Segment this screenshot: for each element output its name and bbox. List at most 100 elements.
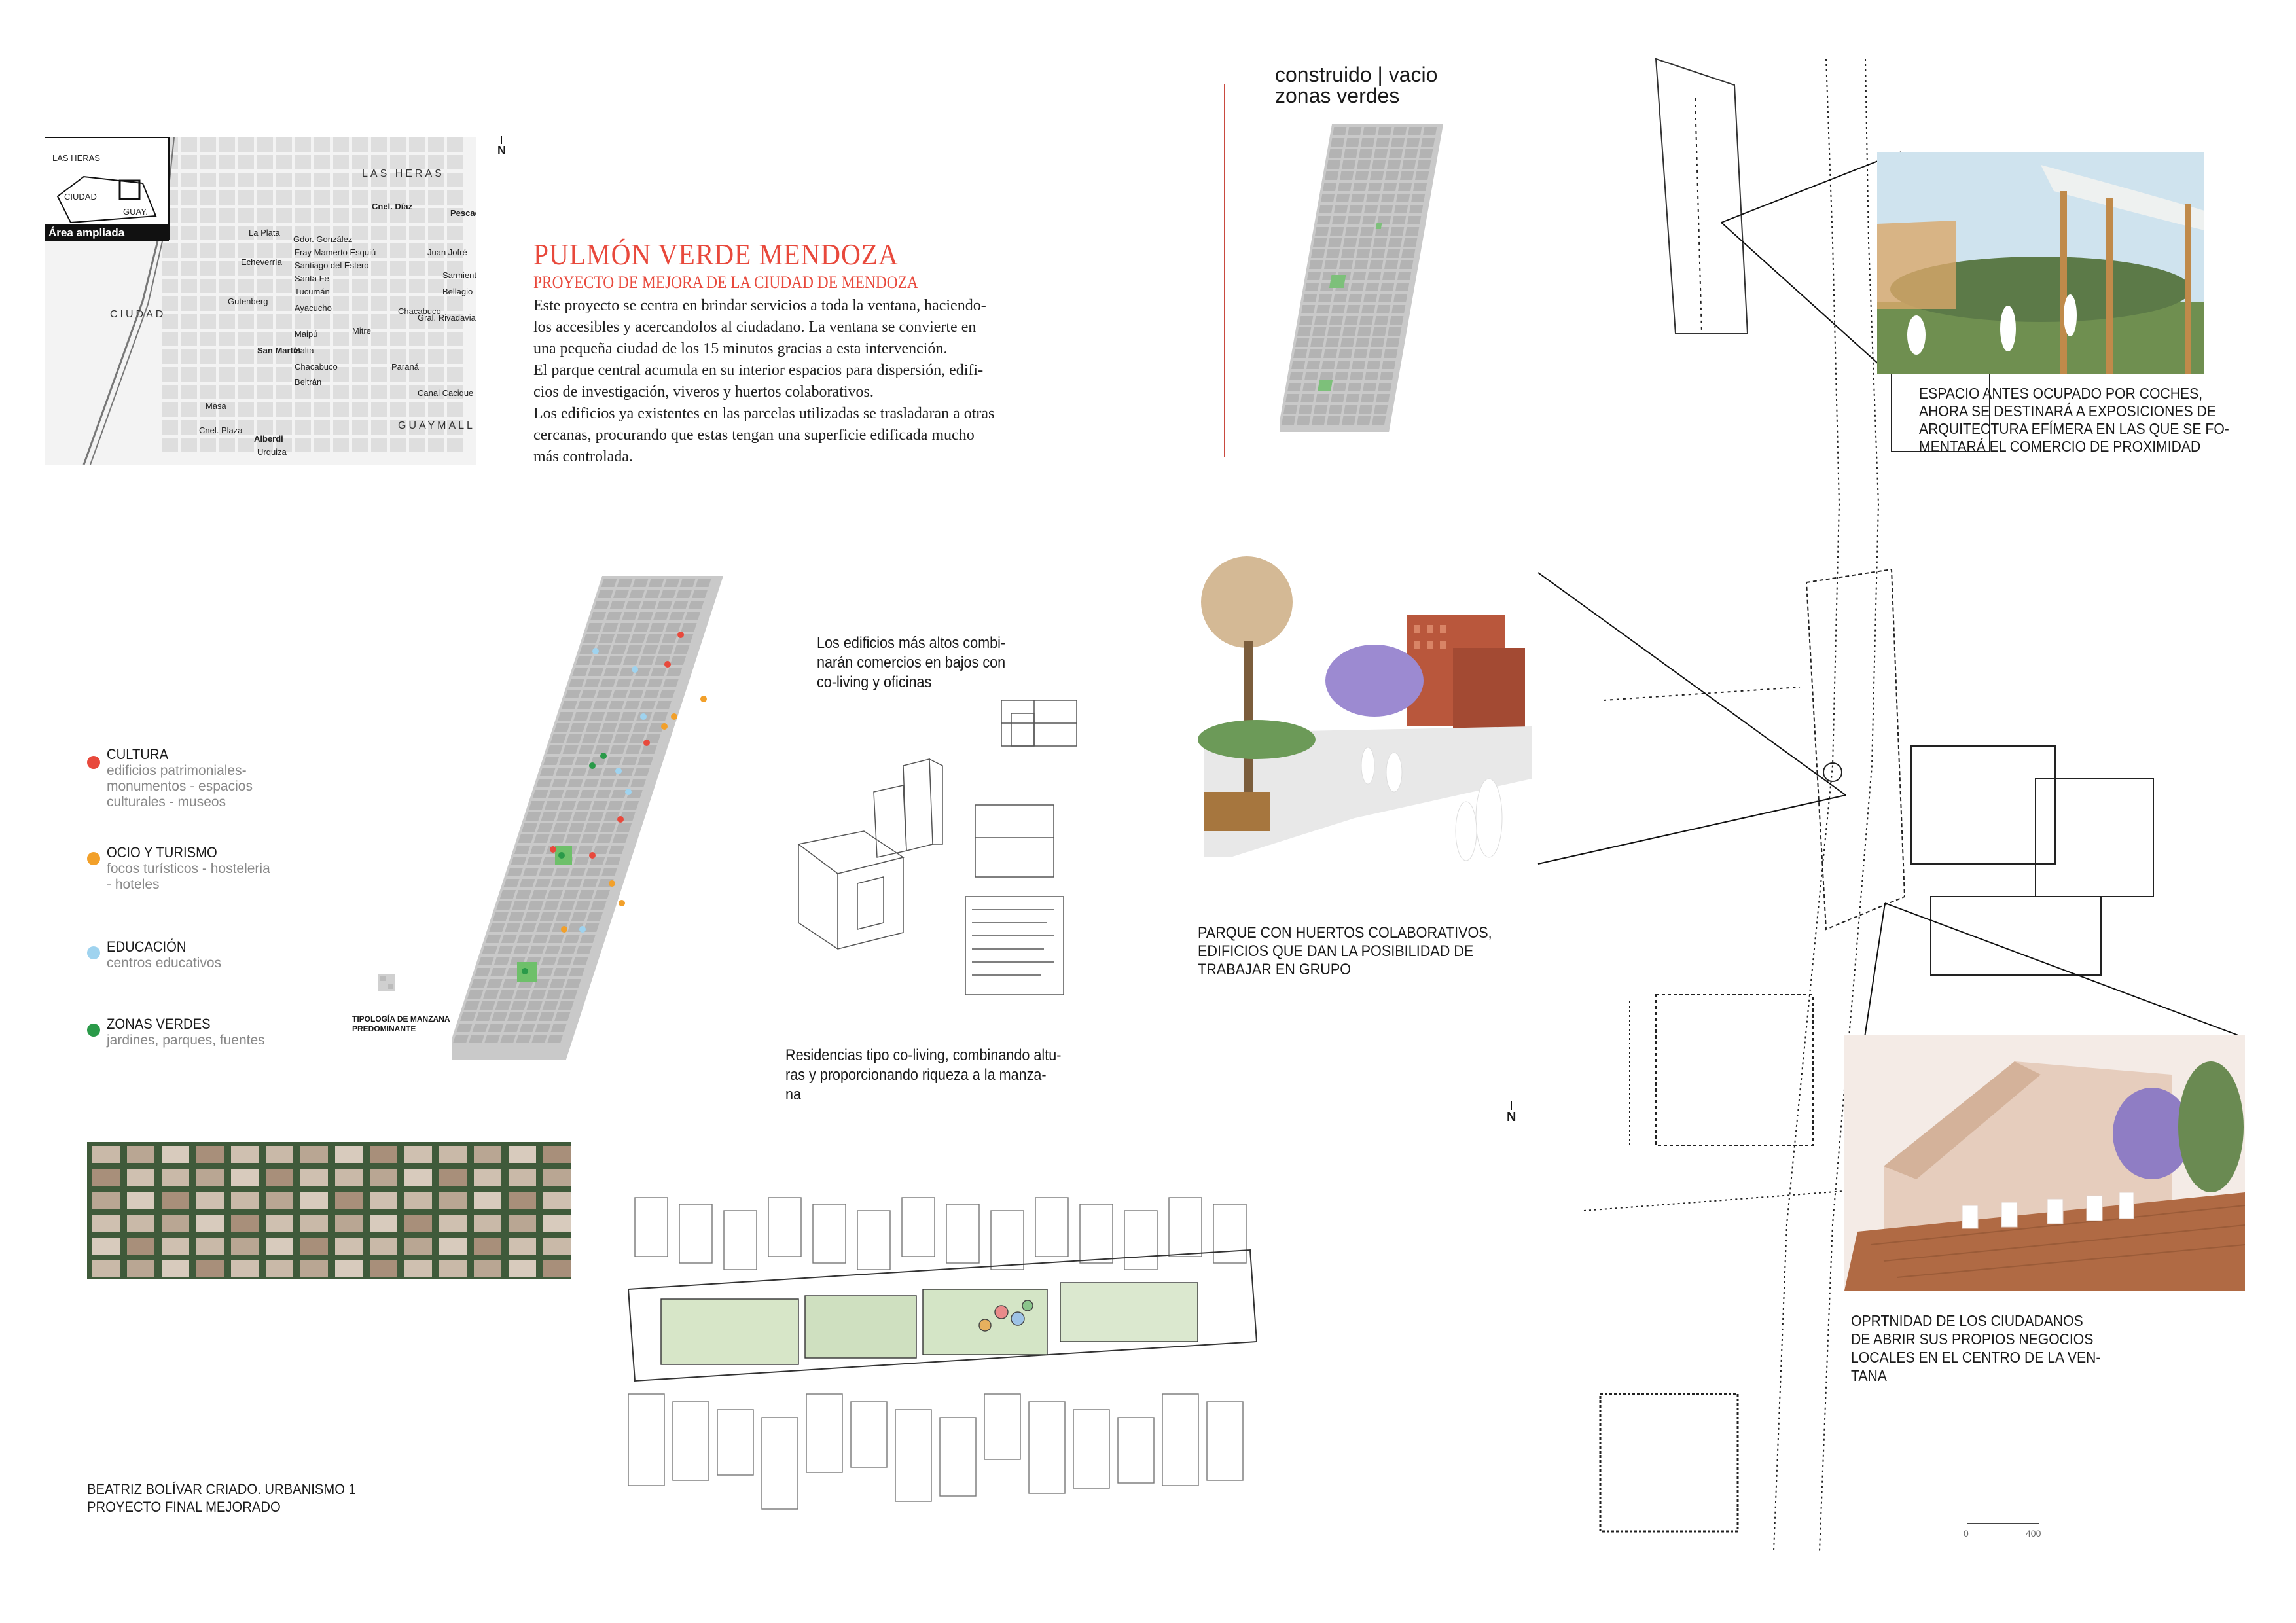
district-guaymallen: GUAYMALLÉN — [398, 419, 476, 431]
intro-line: los accesibles y acercandolos al ciudada… — [533, 319, 977, 336]
district-ciudad: CIUDAD — [110, 309, 166, 320]
parking-caption-line: ARQUITECTURA EFÍMERA EN LAS QUE SE FO- — [1919, 420, 2229, 437]
figure-ground-map — [1280, 124, 1450, 438]
locator-map: LAS HERAS CIUDAD GUAY. Área ampliada LAS… — [45, 137, 476, 465]
sketch-note-bottom: Residencias tipo co-living, combinando a… — [785, 1046, 1061, 1105]
street-label: Sarmiento — [442, 270, 476, 280]
figure-ground-blocks — [1282, 127, 1437, 425]
intro-line: una pequeña ciudad de los 15 minutos gra… — [533, 340, 948, 357]
sketch-note-top: Los edificios más altos combi- narán com… — [817, 633, 1005, 692]
street-label: Salta — [295, 346, 314, 355]
street-label: Mitre — [352, 326, 371, 336]
north-label: N — [1507, 1110, 1516, 1124]
parking-caption-line: MENTARÁ EL COMERCIO DE PROXIMIDAD — [1919, 438, 2201, 455]
figure-ground-title-line2: zonas verdes — [1275, 84, 1400, 107]
sketch-note-line: ras y proporcionando riqueza a la manza- — [785, 1066, 1047, 1084]
intro-line: cercanas, procurando que estas tengan un… — [533, 427, 975, 444]
business-caption-line: LOCALES EN EL CENTRO DE LA VEN- — [1851, 1349, 2101, 1366]
credits: BEATRIZ BOLÍVAR CRIADO. URBANISMO 1 PROY… — [87, 1480, 356, 1516]
park-caption-line: TRABAJAR EN GRUPO — [1198, 961, 1352, 978]
legend-item-zonas-verdes: ZONAS VERDES jardines, parques, fuentes — [87, 1016, 349, 1048]
street-label: Cnel. Plaza — [199, 425, 243, 435]
street-label: Paraná — [391, 362, 420, 372]
legend-label: ZONAS VERDES — [107, 1016, 211, 1032]
north-label: N — [497, 144, 506, 157]
legend-item-educacion: EDUCACIÓN centros educativos — [87, 938, 349, 1016]
legend-desc: jardines, parques, fuentes — [107, 1033, 265, 1048]
legend-desc: culturales - museos — [107, 794, 226, 810]
locator-north-arrow: N — [497, 136, 506, 158]
street-label: Fray Mamerto Esquiú — [295, 247, 376, 257]
park-caption-line: EDIFICIOS QUE DAN LA POSIBILIDAD DE — [1198, 942, 1474, 960]
intro-block: PULMÓN VERDE MENDOZA PROYECTO DE MEJORA … — [533, 237, 1122, 468]
credits-line: BEATRIZ BOLÍVAR CRIADO. URBANISMO 1 — [87, 1481, 356, 1497]
scale-label-0: 0 — [1964, 1528, 1969, 1539]
street-label: Alberdi — [254, 434, 283, 444]
street-label: Pescadores — [450, 208, 476, 218]
inset-label-las-heras: LAS HERAS — [52, 153, 100, 163]
typology-caption-line: TIPOLOGÍA DE MANZANA — [352, 1014, 450, 1024]
parking-caption-line: ESPACIO ANTES OCUPADO POR COCHES, — [1919, 385, 2203, 402]
legend-desc: monumentos - espacios — [107, 779, 253, 794]
intro-paragraph: Este proyecto se centra en brindar servi… — [533, 295, 1122, 468]
legend-dot-zonas-verdes — [87, 1024, 100, 1037]
axonometric-sketch — [609, 1185, 1283, 1551]
amenities-map — [452, 576, 726, 1060]
intro-line: Los edificios ya existentes en las parce… — [533, 405, 995, 422]
legend-label: EDUCACIÓN — [107, 938, 187, 955]
inset-label-ciudad: CIUDAD — [64, 192, 97, 202]
street-label: Gdor. González — [293, 234, 352, 244]
street-label: Chacabuco — [295, 362, 338, 372]
sketch-note-line: Los edificios más altos combi- — [817, 634, 1006, 652]
street-label: Ayacucho — [295, 303, 332, 313]
aerial-photo — [87, 1142, 571, 1279]
legend-desc: focos turísticos - hosteleria — [107, 861, 270, 876]
street-label: Canal Cacique Guaymallén — [418, 388, 476, 398]
scale-label-400: 400 — [2026, 1528, 2041, 1539]
sketch-note-line: na — [785, 1086, 802, 1103]
parking-caption: ESPACIO ANTES OCUPADO POR COCHES, AHORA … — [1919, 385, 2229, 455]
legend-desc: - hoteles — [107, 877, 160, 892]
legend: CULTURA edificios patrimoniales- monumen… — [87, 746, 349, 1048]
building-sketches — [785, 687, 1113, 1014]
typology-caption-line: PREDOMINANTE — [352, 1024, 416, 1033]
street-label: Gutenberg — [228, 296, 268, 306]
park-render — [1191, 543, 1538, 864]
intro-line: más controlada. — [533, 448, 633, 465]
sketch-note-line: narán comercios en bajos con — [817, 654, 1006, 671]
street-label: Santa Fe — [295, 274, 329, 283]
figure-ground-frame — [1224, 84, 1480, 457]
legend-item-cultura: CULTURA edificios patrimoniales- monumen… — [87, 746, 349, 844]
business-caption-line: OPRTNIDAD DE LOS CIUDADANOS — [1851, 1312, 2083, 1329]
market-render — [1844, 1035, 2245, 1291]
legend-dot-cultura — [87, 756, 100, 769]
business-caption-line: DE ABRIR SUS PROPIOS NEGOCIOS — [1851, 1330, 2094, 1347]
street-label: Bellagio — [442, 287, 473, 296]
inset-caption: Área ampliada — [48, 226, 125, 239]
amenities-blocks — [453, 579, 711, 1043]
figure-ground-title: construido | vacio zonas verdes — [1275, 64, 1437, 106]
street-label: Santiago del Estero — [295, 260, 368, 270]
page-subtitle: PROYECTO DE MEJORA DE LA CIUDAD DE MENDO… — [533, 273, 918, 292]
intro-line: Este proyecto se centra en brindar servi… — [533, 297, 986, 314]
typology-icon — [378, 974, 395, 991]
street-label: Maipú — [295, 329, 317, 339]
street-label: Urquiza — [257, 447, 287, 457]
business-caption: OPRTNIDAD DE LOS CIUDADANOS DE ABRIR SUS… — [1851, 1311, 2100, 1385]
park-caption: PARQUE CON HUERTOS COLABORATIVOS, EDIFIC… — [1198, 924, 1492, 979]
legend-desc: edificios patrimoniales- — [107, 763, 247, 778]
legend-dot-ocio — [87, 852, 100, 865]
street-label: Echeverría — [241, 257, 283, 267]
inset-label-guay: GUAY. — [123, 207, 148, 217]
typology-caption: TIPOLOGÍA DE MANZANA PREDOMINANTE — [352, 1014, 450, 1034]
legend-dot-educacion — [87, 946, 100, 959]
pavilion-render — [1877, 152, 2204, 374]
credits-line: PROYECTO FINAL MEJORADO — [87, 1499, 281, 1515]
street-label: Masa — [206, 401, 227, 411]
legend-label: CULTURA — [107, 746, 169, 762]
plan-north-arrow: N — [1507, 1101, 1516, 1125]
street-label: Beltrán — [295, 377, 321, 387]
intro-line: El parque central acumula en su interior… — [533, 362, 984, 379]
street-label: La Plata — [249, 228, 280, 238]
